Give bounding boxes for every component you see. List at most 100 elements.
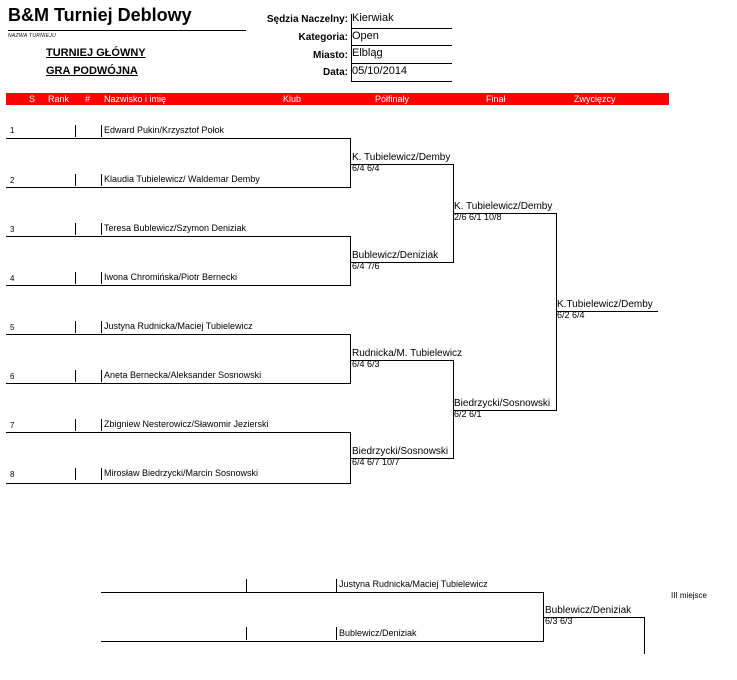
date-underline bbox=[351, 81, 452, 82]
referee-label: Sędzia Naczelny: bbox=[266, 14, 348, 25]
champion-team: K.Tubielewicz/Demby bbox=[557, 299, 653, 310]
third-place-team-b: Bublewicz/Deniziak bbox=[339, 628, 417, 638]
city-label: Miasto: bbox=[313, 50, 348, 61]
col-name: Nazwisko i imię bbox=[104, 94, 167, 104]
category-underline bbox=[351, 45, 452, 46]
entry-team: Teresa Bublewicz/Szymon Deniziak bbox=[104, 223, 247, 233]
final-team-1: K. Tubielewicz/Demby bbox=[454, 201, 553, 212]
final-team-2: Biedrzycki/Sosnowski bbox=[454, 398, 551, 409]
entry-seed: 3 bbox=[10, 225, 15, 234]
rank-divider bbox=[75, 272, 76, 284]
third-place-divider bbox=[336, 627, 337, 640]
entry-seed: 5 bbox=[10, 323, 15, 332]
bracket-connector bbox=[556, 213, 557, 411]
bracket-connector bbox=[350, 236, 351, 286]
entry-team: Edward Pukin/Krzysztof Połok bbox=[104, 125, 225, 135]
entry-team: Justyna Rudnicka/Maciej Tubielewicz bbox=[104, 321, 253, 331]
third-place-team-a: Justyna Rudnicka/Maciej Tubielewicz bbox=[339, 579, 488, 589]
bracket-connector bbox=[350, 138, 351, 188]
semifinal-team-3: Rudnicka/M. Tubielewicz bbox=[352, 348, 463, 359]
date-value: 05/10/2014 bbox=[352, 65, 408, 77]
third-place-divider bbox=[336, 579, 337, 592]
semifinal-line bbox=[350, 262, 453, 263]
entry-line bbox=[6, 334, 350, 335]
semifinal-score-4: 6/4 6/7 10/7 bbox=[352, 457, 400, 467]
entry-seed: 6 bbox=[10, 372, 15, 381]
entry-team: Aneta Bernecka/Aleksander Sosnowski bbox=[104, 370, 262, 380]
champion-line bbox=[556, 311, 658, 312]
entry-seed: 7 bbox=[10, 421, 15, 430]
final-line bbox=[453, 410, 556, 411]
entry-line bbox=[6, 383, 350, 384]
third-place-winner: Bublewicz/Deniziak bbox=[545, 605, 632, 616]
col-semifinals: Półfinały bbox=[375, 94, 410, 104]
col-seed: S bbox=[29, 94, 36, 104]
entry-seed: 2 bbox=[10, 176, 15, 185]
rank-divider bbox=[75, 419, 76, 431]
entry-team: Klaudia Tubielewicz/ Waldemar Demby bbox=[104, 174, 260, 184]
rank-divider bbox=[75, 370, 76, 382]
city-underline bbox=[351, 63, 452, 64]
third-place-line bbox=[101, 592, 543, 593]
third-place-divider bbox=[246, 627, 247, 640]
city-value: Elbląg bbox=[352, 47, 383, 59]
entry-seed: 8 bbox=[10, 470, 15, 479]
number-divider bbox=[101, 223, 102, 235]
number-divider bbox=[101, 468, 102, 480]
entry-seed: 4 bbox=[10, 274, 15, 283]
semifinal-score-2: 6/4 7/6 bbox=[352, 261, 380, 271]
third-place-winner-line bbox=[543, 617, 645, 618]
date-label: Data: bbox=[322, 67, 348, 78]
number-divider bbox=[101, 321, 102, 333]
rank-divider bbox=[75, 321, 76, 333]
bracket-connector bbox=[453, 360, 454, 459]
number-divider bbox=[101, 370, 102, 382]
entry-line bbox=[6, 236, 350, 237]
semifinal-team-2: Bublewicz/Deniziak bbox=[352, 250, 439, 261]
col-winners: Zwycięzcy bbox=[574, 94, 616, 104]
title-underline bbox=[8, 30, 246, 31]
referee-value: Kierwiak bbox=[352, 12, 394, 24]
semifinal-score-1: 6/4 6/4 bbox=[352, 163, 380, 173]
event-line-1: TURNIEJ GŁÓWNY bbox=[46, 47, 146, 59]
semifinal-line bbox=[350, 164, 453, 165]
champion-score: 6/2 6/4 bbox=[557, 310, 585, 320]
col-final: Finał bbox=[486, 94, 506, 104]
final-score-2: 6/2 6/1 bbox=[454, 409, 482, 419]
entry-line bbox=[6, 187, 350, 188]
final-line bbox=[453, 213, 556, 214]
rank-divider bbox=[75, 223, 76, 235]
semifinal-line bbox=[350, 458, 453, 459]
entry-line bbox=[6, 285, 350, 286]
column-header-bar bbox=[6, 93, 669, 105]
number-divider bbox=[101, 419, 102, 431]
rank-divider bbox=[75, 125, 76, 137]
header-field-divider bbox=[351, 14, 352, 82]
tournament-title: B&M Turniej Deblowy bbox=[8, 5, 192, 25]
number-divider bbox=[101, 272, 102, 284]
entry-line bbox=[6, 138, 350, 139]
third-place-end-line bbox=[644, 617, 645, 654]
semifinal-score-3: 6/4 6/3 bbox=[352, 359, 380, 369]
col-number: # bbox=[85, 94, 91, 104]
third-place-score: 6/3 6/3 bbox=[545, 616, 573, 626]
event-line-2: GRA PODWÓJNA bbox=[46, 65, 138, 77]
col-club: Klub bbox=[283, 94, 302, 104]
col-rank: Rank bbox=[48, 94, 70, 104]
entry-line bbox=[6, 432, 350, 433]
entry-seed: 1 bbox=[10, 126, 15, 135]
semifinal-team-1: K. Tubielewicz/Demby bbox=[352, 152, 451, 163]
third-place-line bbox=[101, 641, 543, 642]
number-divider bbox=[101, 125, 102, 137]
final-score-1: 2/6 6/1 10/8 bbox=[454, 212, 502, 222]
rank-divider bbox=[75, 174, 76, 186]
tournament-name-note: NAZWA TURNIEJU bbox=[8, 33, 57, 39]
bracket-connector bbox=[350, 334, 351, 384]
rank-divider bbox=[75, 468, 76, 480]
entry-team: Iwona Chromińska/Piotr Bernecki bbox=[104, 272, 238, 282]
entry-line bbox=[6, 483, 350, 484]
semifinal-line bbox=[350, 360, 453, 361]
entry-team: Mirosław Biedrzycki/Marcin Sosnowski bbox=[104, 468, 259, 478]
semifinal-team-4: Biedrzycki/Sosnowski bbox=[352, 446, 449, 457]
number-divider bbox=[101, 174, 102, 186]
